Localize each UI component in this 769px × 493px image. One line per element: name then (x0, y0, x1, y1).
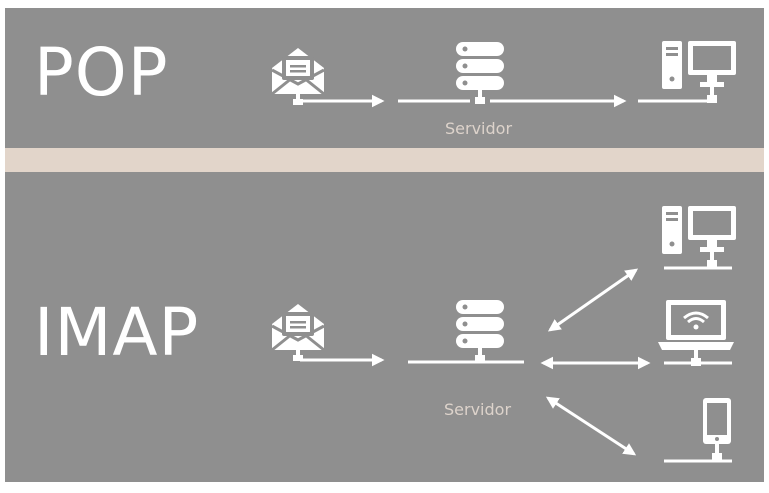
imap-title: IMAP (34, 294, 200, 371)
section-divider (5, 148, 764, 172)
imap-server-label: Servidor (444, 400, 512, 419)
pop-title: POP (34, 34, 169, 111)
imap-arrow-server-desktop (547, 268, 639, 332)
pop-server-label: Servidor (445, 119, 513, 138)
pop-panel (5, 8, 764, 148)
imap-arrow-server-phone (545, 396, 637, 456)
